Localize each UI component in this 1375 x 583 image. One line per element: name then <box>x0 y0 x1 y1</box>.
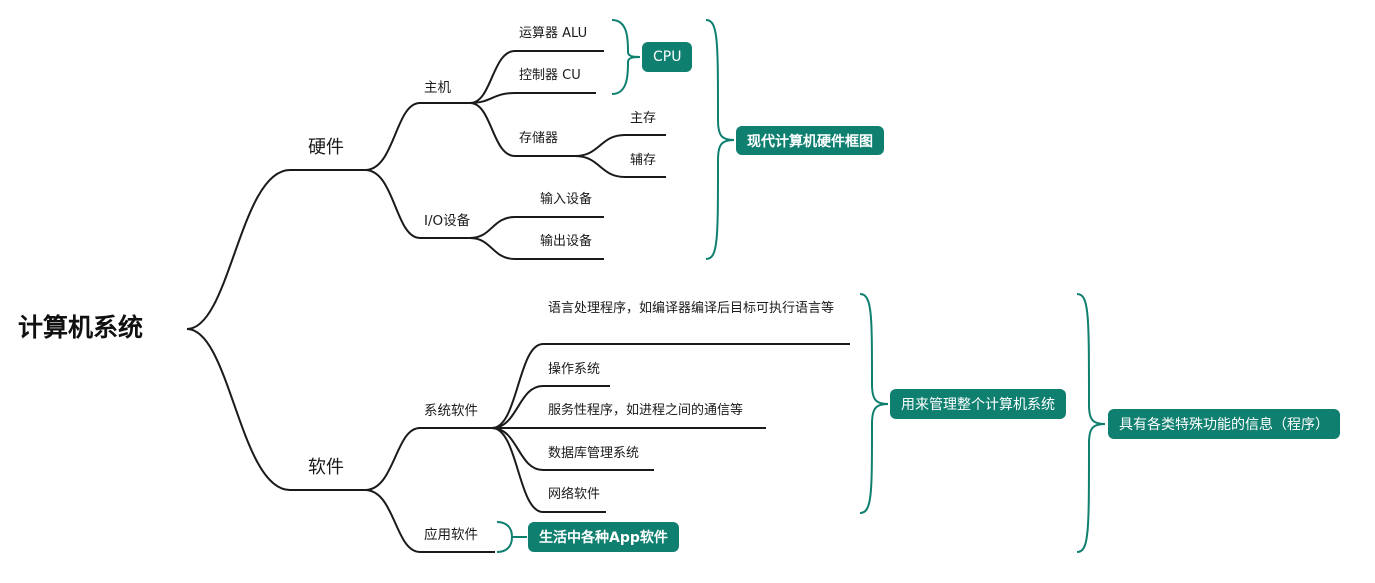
bracket-cpu <box>611 19 641 95</box>
branch-system-item-4 <box>491 427 606 513</box>
branch-system-item-0 <box>491 343 850 429</box>
node-network-software: 网络软件 <box>548 487 601 502</box>
node-input-device: 输入设备 <box>540 192 593 207</box>
branch-hardware-io <box>364 169 470 239</box>
branch-host-cu <box>469 92 596 104</box>
node-app-software: 应用软件 <box>424 527 478 543</box>
branch-io-input <box>469 216 604 239</box>
branch-host-storage <box>469 102 575 157</box>
note-cpu: CPU <box>642 42 693 72</box>
branch-system-item-1 <box>491 385 610 429</box>
branch-root-software <box>186 328 365 491</box>
node-io: I/O设备 <box>424 213 471 229</box>
node-alu: 运算器 ALU <box>519 26 588 41</box>
branch-storage-main <box>574 134 666 157</box>
branch-root-hardware <box>186 169 365 330</box>
branch-io-output <box>469 237 604 260</box>
node-host: 主机 <box>424 80 451 96</box>
node-language-processor: 语言处理程序，如编译器编译后目标可执行语言等 <box>548 301 835 316</box>
node-system-software: 系统软件 <box>424 403 478 419</box>
note-software-info: 具有各类特殊功能的信息（程序） <box>1108 409 1340 439</box>
root-title: 计算机系统 <box>18 313 144 342</box>
note-app: 生活中各种App软件 <box>528 522 679 552</box>
node-cu: 控制器 CU <box>519 68 581 83</box>
node-service-programs: 服务性程序，如进程之间的通信等 <box>548 403 744 418</box>
node-operating-system: 操作系统 <box>548 362 601 377</box>
branch-system-item-3 <box>491 427 654 471</box>
branch-host-alu <box>469 50 604 104</box>
branch-hardware-host <box>364 102 470 171</box>
node-output-device: 输出设备 <box>540 234 593 249</box>
branch-storage-aux <box>574 155 666 178</box>
node-hardware: 硬件 <box>308 137 344 158</box>
bracket-hardware-frame <box>705 19 735 260</box>
node-dbms: 数据库管理系统 <box>548 446 640 461</box>
branch-software-system <box>364 427 492 491</box>
note-hardware-frame: 现代计算机硬件框图 <box>736 126 884 155</box>
node-aux-memory: 辅存 <box>630 153 657 168</box>
bracket-app <box>496 521 514 553</box>
note-system-manage: 用来管理整个计算机系统 <box>890 389 1066 419</box>
bracket-software-info <box>1076 293 1106 553</box>
node-main-memory: 主存 <box>630 111 657 126</box>
branch-software-app <box>364 489 495 553</box>
node-storage: 存储器 <box>519 131 559 146</box>
bracket-system-software <box>859 293 889 514</box>
node-software: 软件 <box>308 457 344 478</box>
